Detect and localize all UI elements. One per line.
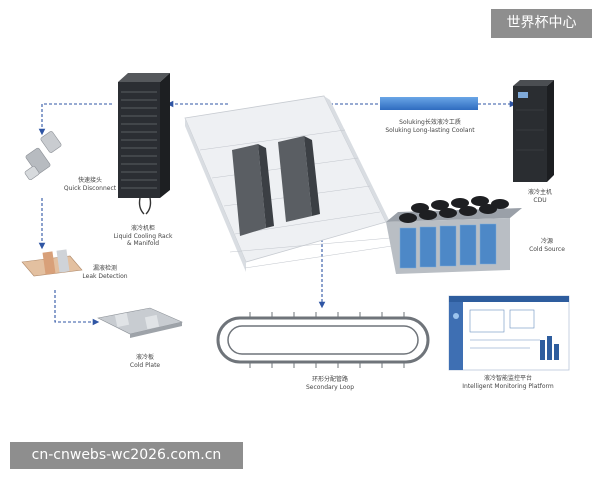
label-cold-source-zh: 冷源 <box>540 238 553 245</box>
label-platform-zh: 液冷智能监控平台 <box>483 375 532 382</box>
arrow-leak-to-plate <box>54 290 100 326</box>
cold-source-image <box>386 196 522 274</box>
quick-disconnect-image <box>24 131 62 181</box>
label-platform: 液冷智能监控平台 Intelligent Monitoring Platform <box>458 375 558 390</box>
label-rack-zh: 液冷机柜 <box>130 225 155 232</box>
label-leak-en: Leak Detection <box>82 272 128 280</box>
secondary-loop-image <box>216 312 430 368</box>
label-cold-source: 冷源 Cold Source <box>522 238 572 253</box>
server-rack-image <box>118 73 170 215</box>
label-leak-zh: 漏液检测 <box>92 265 117 272</box>
label-loop: 环形分配管路 Secondary Loop <box>300 376 360 391</box>
label-cdu: 液冷主机 CDU <box>515 189 565 204</box>
label-plate-en: Cold Plate <box>129 361 161 369</box>
cdu-image <box>513 80 554 182</box>
label-leak: 漏液检测 Leak Detection <box>75 265 135 280</box>
label-coolant: Soluking长效液冷工质 Soluking Long-lasting Coo… <box>378 119 482 134</box>
data-center-room-image <box>184 95 393 272</box>
arrow-rack-to-quickdisconnect <box>38 103 112 136</box>
cold-plate-image <box>97 307 183 338</box>
coolant-bar <box>380 97 478 110</box>
label-platform-en: Intelligent Monitoring Platform <box>462 382 554 390</box>
label-plate: 液冷板 Cold Plate <box>115 354 175 369</box>
label-coolant-zh: Soluking长效液冷工质 <box>399 119 461 126</box>
monitoring-platform-image <box>448 295 570 371</box>
label-cold-source-en: Cold Source <box>529 245 565 253</box>
watermark-bottom: cn-cnwebs-wc2026.com.cn <box>10 442 243 469</box>
label-cdu-en: CDU <box>533 196 547 204</box>
label-quick-disconnect-en: Quick Disconnect <box>63 184 117 192</box>
label-loop-zh: 环形分配管路 <box>311 376 348 383</box>
label-rack-en1: Liquid Cooling Rack <box>113 232 173 240</box>
label-cdu-zh: 液冷主机 <box>527 189 552 196</box>
label-plate-zh: 液冷板 <box>135 354 154 361</box>
label-rack-en2: & Manifold <box>126 240 160 247</box>
label-quick-disconnect: 快速接头 Quick Disconnect <box>55 177 125 192</box>
leak-detection-image <box>21 249 83 277</box>
watermark-top: 世界杯中心 <box>491 9 592 38</box>
label-rack: 液冷机柜 Liquid Cooling Rack & Manifold <box>103 225 183 248</box>
label-quick-disconnect-zh: 快速接头 <box>77 177 102 184</box>
label-coolant-en: Soluking Long-lasting Coolant <box>385 126 475 134</box>
flow-arrows <box>38 100 517 326</box>
label-loop-en: Secondary Loop <box>305 383 355 391</box>
